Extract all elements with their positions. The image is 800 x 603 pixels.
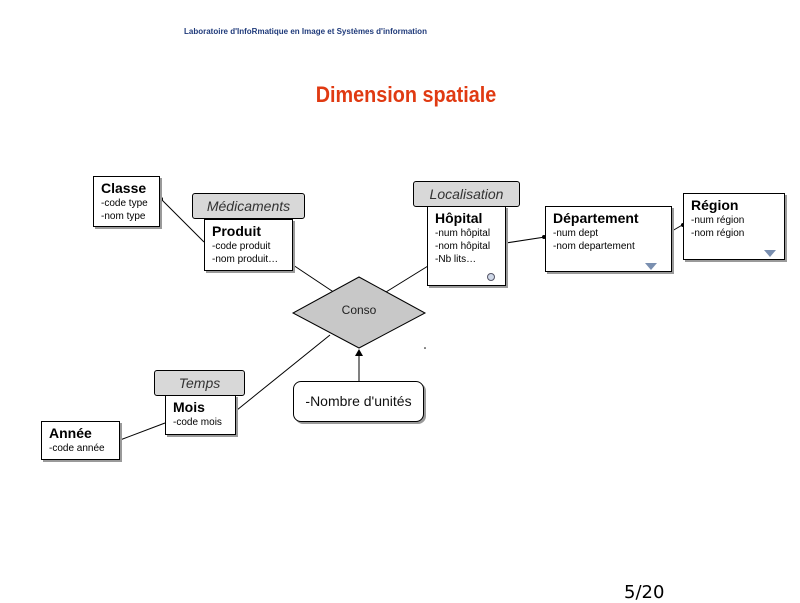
link-produit-classe: [159, 197, 205, 243]
entity-name: Département: [553, 210, 639, 226]
dim-label-localisation: Localisation: [413, 181, 520, 207]
attr-nom-type: -nom type: [101, 211, 146, 222]
link-hopital-departement: [505, 236, 546, 244]
entity-mois[interactable]: Mois -code mois: [165, 395, 236, 435]
conso-diamond: [291, 276, 427, 349]
attr-nom-departement: -nom departement: [553, 241, 635, 252]
slide-title: Dimension spatiale: [315, 82, 497, 107]
link-mois-annee: [119, 422, 166, 441]
triangle-down-icon: [645, 263, 657, 270]
link-hopital-conso: [385, 265, 429, 293]
attr-num-region: -num région: [691, 215, 745, 226]
attr-nom-hopital: -nom hôpital: [435, 241, 491, 252]
dim-label-temps: Temps: [154, 370, 245, 396]
entity-name: Mois: [173, 399, 205, 415]
entity-name: Classe: [101, 180, 147, 196]
entity-produit[interactable]: Produit -code produit -nom produit…: [204, 219, 293, 271]
link-mois-conso: [236, 334, 331, 411]
dim-label-medicaments: Médicaments: [192, 193, 305, 219]
attr-code-annee: -code année: [49, 443, 105, 454]
entity-name: Région: [691, 197, 739, 213]
conso-label: Conso: [341, 303, 377, 317]
attr-nb-lits: -Nb lits…: [435, 254, 477, 265]
entity-region[interactable]: Région -num région -nom région: [683, 193, 785, 260]
entity-name: Année: [49, 425, 92, 441]
link-end-classe: [159, 197, 163, 201]
conso-dot: [424, 347, 426, 349]
attr-code-mois: -code mois: [173, 417, 222, 428]
attr-nom-region: -nom région: [691, 228, 745, 239]
arrow-head-conso: [355, 349, 363, 356]
link-produit-conso: [292, 264, 336, 294]
entity-name: Hôpital: [435, 210, 483, 226]
entity-name: Produit: [212, 223, 261, 239]
search-icon: [487, 273, 495, 281]
entity-hopital[interactable]: Hôpital -num hôpital -nom hôpital -Nb li…: [427, 206, 506, 286]
attr-code-type: -code type: [101, 198, 148, 209]
attr-num-hopital: -num hôpital: [435, 228, 491, 239]
page-number: 5/20: [624, 582, 665, 603]
attr-num-dept: -num dept: [553, 228, 599, 239]
measure-nombre-unites[interactable]: -Nombre d'unités: [293, 381, 424, 422]
triangle-down-icon: [764, 250, 776, 257]
entity-classe[interactable]: Classe -code type -nom type: [93, 176, 160, 227]
entity-departement[interactable]: Département -num dept -nom departement: [545, 206, 672, 272]
attr-code-produit: -code produit: [212, 241, 271, 252]
entity-annee[interactable]: Année -code année: [41, 421, 120, 460]
lab-header: Laboratoire d'InfoRmatique en Image et S…: [184, 27, 427, 36]
attr-nom-produit: -nom produit…: [212, 254, 279, 265]
